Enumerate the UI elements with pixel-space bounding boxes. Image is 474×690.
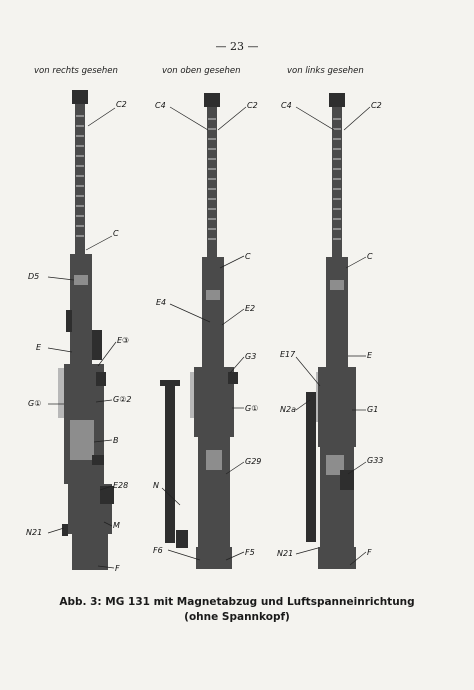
label-left-c4: C4 [281, 101, 292, 110]
label-right-m: M [113, 521, 120, 530]
label-left-c2: C2 [371, 101, 382, 110]
label-right-b: B [113, 436, 119, 445]
part-labels: C2 C D5 E E③ G① G②2 B E28 N21 M F C4 C2 … [26, 100, 383, 573]
label-top-e4: E4 [156, 298, 166, 307]
label-left-n21: N21 [277, 549, 293, 558]
label-left-f: F [367, 548, 372, 557]
label-right-e28: E28 [113, 481, 128, 490]
label-right-f: F [115, 564, 120, 573]
figure-caption-line2: (ohne Spannkopf) [184, 611, 290, 623]
label-top-n: N [153, 481, 159, 490]
label-right-n21: N21 [26, 528, 42, 537]
label-top-e2: E2 [245, 304, 255, 313]
label-left-g1: G1 [367, 405, 378, 414]
label-right-e: E [36, 343, 42, 352]
page-number: — 23 — [215, 40, 259, 53]
label-right-e3: E③ [117, 336, 129, 345]
label-left-e17: E17 [280, 350, 296, 359]
label-top-c4: C4 [155, 101, 166, 110]
label-left-e: E [367, 351, 373, 360]
label-top-f5: F5 [245, 548, 255, 557]
label-right-d5: D5 [28, 272, 39, 281]
label-left-c: C [367, 252, 373, 261]
label-right-g22: G②2 [113, 395, 131, 404]
label-left-g33: G33 [367, 456, 383, 465]
gun-left-view [306, 93, 356, 569]
label-right-g1: G① [28, 399, 41, 408]
label-top-c2: C2 [247, 101, 258, 110]
view-label-left: von links gesehen [287, 66, 364, 76]
label-right-c: C [113, 229, 119, 238]
label-top-c: C [245, 252, 251, 261]
gun-top-view [160, 93, 238, 569]
gun-right-view [58, 90, 114, 570]
figure-caption-line1: Abb. 3: MG 131 mit Magnetabzug und Lufts… [59, 596, 415, 608]
view-label-right: von rechts gesehen [34, 66, 118, 76]
leader-lines [47, 106, 371, 569]
label-left-n2a: N2a [280, 405, 296, 414]
label-top-g29: G29 [245, 457, 261, 466]
label-top-f6: F6 [153, 546, 163, 555]
label-top-g1: G① [245, 404, 258, 413]
label-top-g3: G3 [245, 352, 256, 361]
view-label-top: von oben gesehen [162, 66, 241, 76]
label-right-c2: C2 [116, 100, 127, 109]
